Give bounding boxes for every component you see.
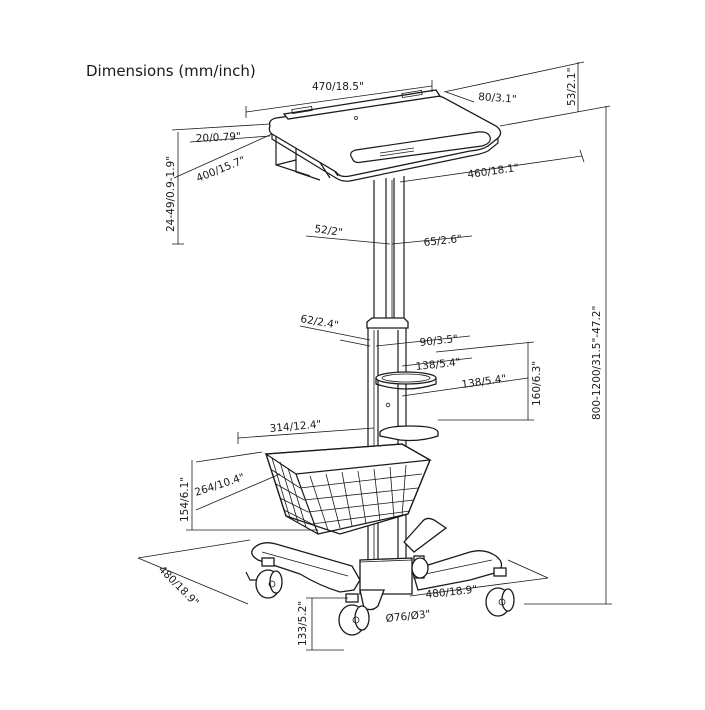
label-base-width: 480/18.9": [156, 564, 201, 609]
label-top-width: 470/18.5": [312, 81, 364, 93]
label-edge-thickness: 20/0.79": [196, 131, 242, 145]
label-basket-height: 154/6.1": [179, 477, 191, 522]
label-total-height: 800-1200/31.5"-47.2": [591, 306, 603, 420]
label-tray-depth: 400/15.7": [195, 154, 248, 185]
diagram-title: Dimensions (mm/inch): [86, 62, 256, 80]
label-base-depth: 480/18.9": [425, 584, 478, 601]
label-lip-height: 53/2.1": [566, 68, 578, 106]
small-shelf: [379, 425, 439, 442]
caster-left: [245, 557, 283, 599]
label-caster-height: 133/5.2": [297, 601, 309, 646]
label-caster-diameter: Ø76/Ø3": [385, 608, 431, 625]
holder-ring: [375, 371, 437, 390]
label-tray-width: 460/18.1": [467, 162, 520, 181]
caster-back: [411, 555, 429, 579]
dimension-lines: [137, 61, 612, 651]
caster-right: [485, 567, 515, 617]
wire-basket: [264, 443, 432, 535]
label-tilt-range: 24-49/0.9-1.9": [165, 156, 177, 232]
cart-base: [251, 517, 503, 611]
laptop-tray: [268, 89, 502, 182]
label-lower-post-width: 62/2.4": [299, 313, 339, 331]
label-basket-width: 314/12.4": [269, 419, 322, 435]
label-basket-depth: 264/10.4": [193, 471, 246, 498]
caster-front: [338, 593, 370, 636]
label-holder-spacing: 160/6.3": [531, 361, 543, 406]
label-upper-post-depth: 65/2.6": [423, 233, 462, 249]
label-holder-depth: 138/5.4": [461, 373, 507, 391]
label-lip-depth: 80/3.1": [478, 91, 517, 106]
label-lower-post-depth: 90/3.5": [419, 333, 458, 349]
telescopic-column: [359, 176, 413, 595]
label-holder-width: 138/5.4": [415, 356, 461, 373]
label-upper-post-width: 52/2": [314, 223, 344, 239]
